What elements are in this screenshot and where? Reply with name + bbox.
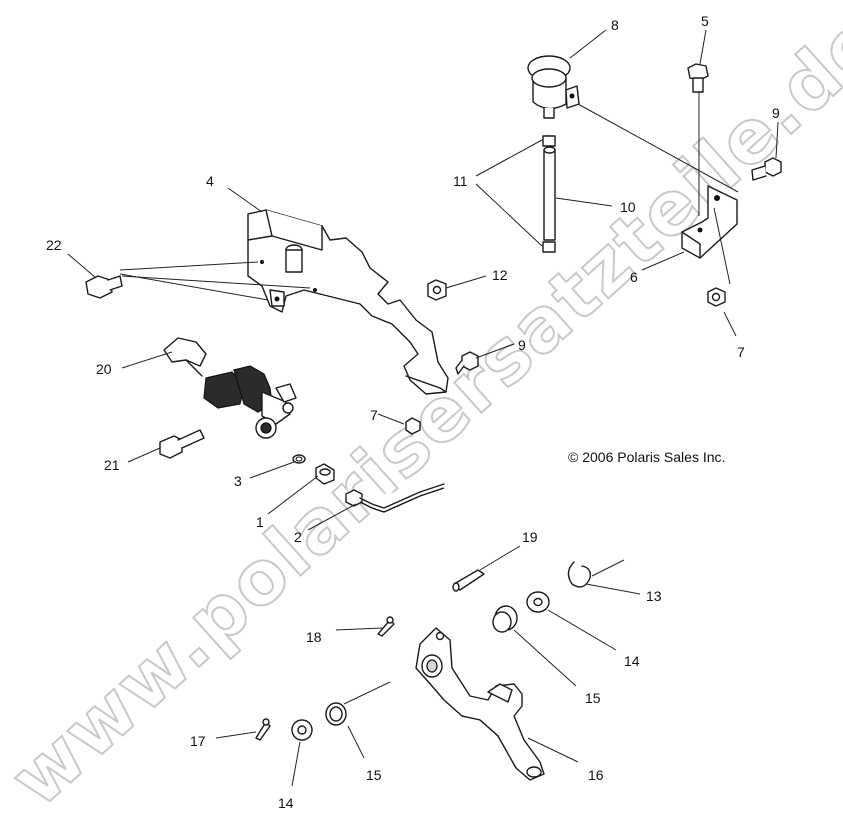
- part-14-washer-upper: [526, 591, 550, 613]
- part-15-bushing-upper: [492, 605, 518, 633]
- part-19-pin: [452, 569, 485, 592]
- callout-6: 6: [630, 269, 638, 285]
- callout-13: 13: [646, 588, 662, 604]
- callout-1: 1: [256, 514, 264, 530]
- callout-21: 21: [104, 457, 120, 473]
- callout-9-upper: 9: [772, 105, 780, 121]
- callout-3: 3: [234, 473, 242, 489]
- callout-14-lower: 14: [278, 795, 294, 811]
- callout-11: 11: [453, 173, 468, 189]
- part-15-bushing-lower: [325, 702, 347, 726]
- part-22-bolt: [85, 275, 123, 299]
- callout-20: 20: [96, 361, 112, 377]
- part-12-nut: [427, 279, 447, 301]
- part-21-bolt: [159, 429, 205, 459]
- callout-9-middle: 9: [518, 337, 526, 353]
- part-7-nut-middle: [405, 417, 421, 435]
- callout-16: 16: [588, 767, 604, 783]
- part-6-bracket: [681, 185, 738, 259]
- callout-14-upper: 14: [624, 653, 640, 669]
- part-4-bracket: [247, 209, 449, 395]
- part-7-nut-right: [707, 287, 726, 307]
- part-9-bolt-upper: [751, 157, 782, 181]
- callout-2: 2: [294, 529, 302, 545]
- part-20-master-cylinder: [163, 337, 297, 439]
- callout-7-middle: 7: [370, 407, 378, 423]
- part-17-cotter-pin: [255, 718, 271, 741]
- part-13-spring-clip: [567, 561, 592, 588]
- callout-5: 5: [701, 13, 709, 29]
- copyright-notice: © 2006 Polaris Sales Inc.: [568, 449, 725, 465]
- callout-19: 19: [522, 529, 538, 545]
- callout-10: 10: [620, 199, 636, 215]
- part-9-bolt-middle: [455, 351, 479, 375]
- part-5-bolt: [687, 63, 709, 93]
- callout-17: 17: [190, 733, 206, 749]
- callout-15-upper: 15: [585, 690, 601, 706]
- part-10-hose: [543, 146, 556, 241]
- callout-15-lower: 15: [366, 767, 382, 783]
- part-8-reservoir: [527, 55, 580, 119]
- callout-7-right: 7: [737, 344, 745, 360]
- part-3-clip: [292, 454, 306, 464]
- callout-12: 12: [492, 267, 508, 283]
- callout-22: 22: [46, 237, 62, 253]
- leader-lines: [67, 29, 779, 787]
- part-11-clamps: [542, 135, 556, 253]
- part-2-brake-line: [345, 483, 445, 513]
- part-18-cotter-pin: [377, 616, 395, 637]
- callout-8: 8: [611, 17, 619, 33]
- callout-labels: 8 5 9 11 10 6 7 12 4 22 9 20 7 21 3 1 2 …: [46, 13, 780, 811]
- part-14-washer-lower: [291, 719, 313, 741]
- callout-18: 18: [306, 629, 322, 645]
- part-16-brake-pedal: [415, 627, 545, 781]
- callout-4: 4: [206, 173, 214, 189]
